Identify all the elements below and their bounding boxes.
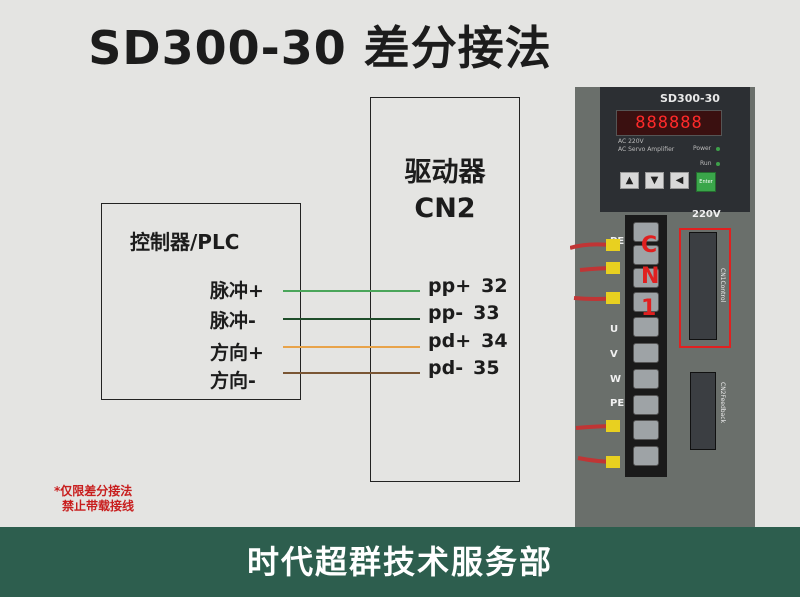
terminal-screw-icon <box>633 245 659 265</box>
terminal-screw-icon <box>633 317 659 337</box>
wire-dir-plus <box>283 346 420 348</box>
pin-name: pd+ <box>428 330 472 352</box>
drive-front-panel <box>600 87 750 212</box>
pin-row: pd- 35 <box>428 357 500 379</box>
warning-note-line2: 禁止带载接线 <box>62 499 135 513</box>
pin-name: pp+ <box>428 275 472 297</box>
power-cables <box>570 239 620 468</box>
pin-row: pp- 33 <box>428 302 500 324</box>
terminal-screw-icon <box>633 369 659 389</box>
cn2-connector <box>690 372 716 450</box>
pin-number: 34 <box>481 330 508 352</box>
terminal-screw-icon <box>633 420 659 440</box>
wire-pulse-plus <box>283 290 420 292</box>
cn1-highlight-frame <box>679 228 731 348</box>
up-arrow-icon: ▲ <box>620 172 639 189</box>
terminal-label: U <box>610 324 619 335</box>
signal-pulse-minus: 脉冲- <box>210 310 256 332</box>
pin-number: 33 <box>473 302 500 324</box>
controller-box <box>101 203 301 400</box>
drive-led-display: 888888 <box>616 110 722 136</box>
cn1-red-mark: C <box>641 233 658 258</box>
cn1-connector <box>689 232 717 340</box>
drive-amplifier-label: AC Servo Amplifier <box>618 146 675 153</box>
terminal-screw-icon <box>633 395 659 415</box>
terminal-label: PE <box>610 398 625 409</box>
driver-title: 驱动器 CN2 <box>370 155 520 227</box>
left-arrow-icon: ◀ <box>670 172 689 189</box>
pin-row: pd+ 34 <box>428 330 508 352</box>
pin-name: pp- <box>428 302 464 324</box>
terminal-screw-icon <box>633 446 659 466</box>
power-led-icon <box>716 147 720 151</box>
signal-dir-minus: 方向- <box>210 370 256 392</box>
terminal-screw-icon <box>633 222 659 242</box>
drive-ac-label: AC 220V <box>618 138 644 145</box>
driver-box <box>370 97 520 482</box>
page-title: SD300-30 差分接法 <box>88 21 552 75</box>
pin-number: 35 <box>473 357 500 379</box>
footer-bar <box>0 527 800 597</box>
wire-pulse-minus <box>283 318 420 320</box>
warning-note: *仅限差分接法 禁止带载接线 <box>54 484 134 514</box>
run-led-icon <box>716 162 720 166</box>
driver-title-line1: 驱动器 <box>404 157 486 188</box>
footer-text: 时代超群技术服务部 <box>246 543 553 581</box>
terminal-screw-icon <box>633 268 659 288</box>
cn1-red-mark: 1 <box>641 296 657 321</box>
wire-dir-minus <box>283 372 420 374</box>
pin-number: 32 <box>481 275 508 297</box>
warning-note-line1: *仅限差分接法 <box>54 484 133 498</box>
driver-title-line2: CN2 <box>414 193 476 224</box>
down-arrow-icon: ▼ <box>645 172 664 189</box>
drive-run-label: Run <box>700 160 712 167</box>
cn1-red-mark: N <box>641 264 660 289</box>
controller-title: 控制器/PLC <box>130 230 240 254</box>
pin-name: pd- <box>428 357 464 379</box>
terminal-label: V <box>610 349 618 360</box>
signal-dir-plus: 方向+ <box>210 342 264 364</box>
terminal-screw-icon <box>633 343 659 363</box>
drive-voltage-label: 220V <box>692 209 721 220</box>
terminal-label: W <box>610 374 622 385</box>
pin-row: pp+ 32 <box>428 275 508 297</box>
terminal-screw-icon <box>633 292 659 312</box>
enter-button-icon: Enter <box>696 172 716 192</box>
cn2-label: CN2Feedback <box>719 382 726 424</box>
drive-power-label: Power <box>693 145 712 152</box>
drive-model-label: SD300-30 <box>660 92 720 105</box>
signal-pulse-plus: 脉冲+ <box>210 280 264 302</box>
cn1-label: CN1Control <box>719 268 726 303</box>
